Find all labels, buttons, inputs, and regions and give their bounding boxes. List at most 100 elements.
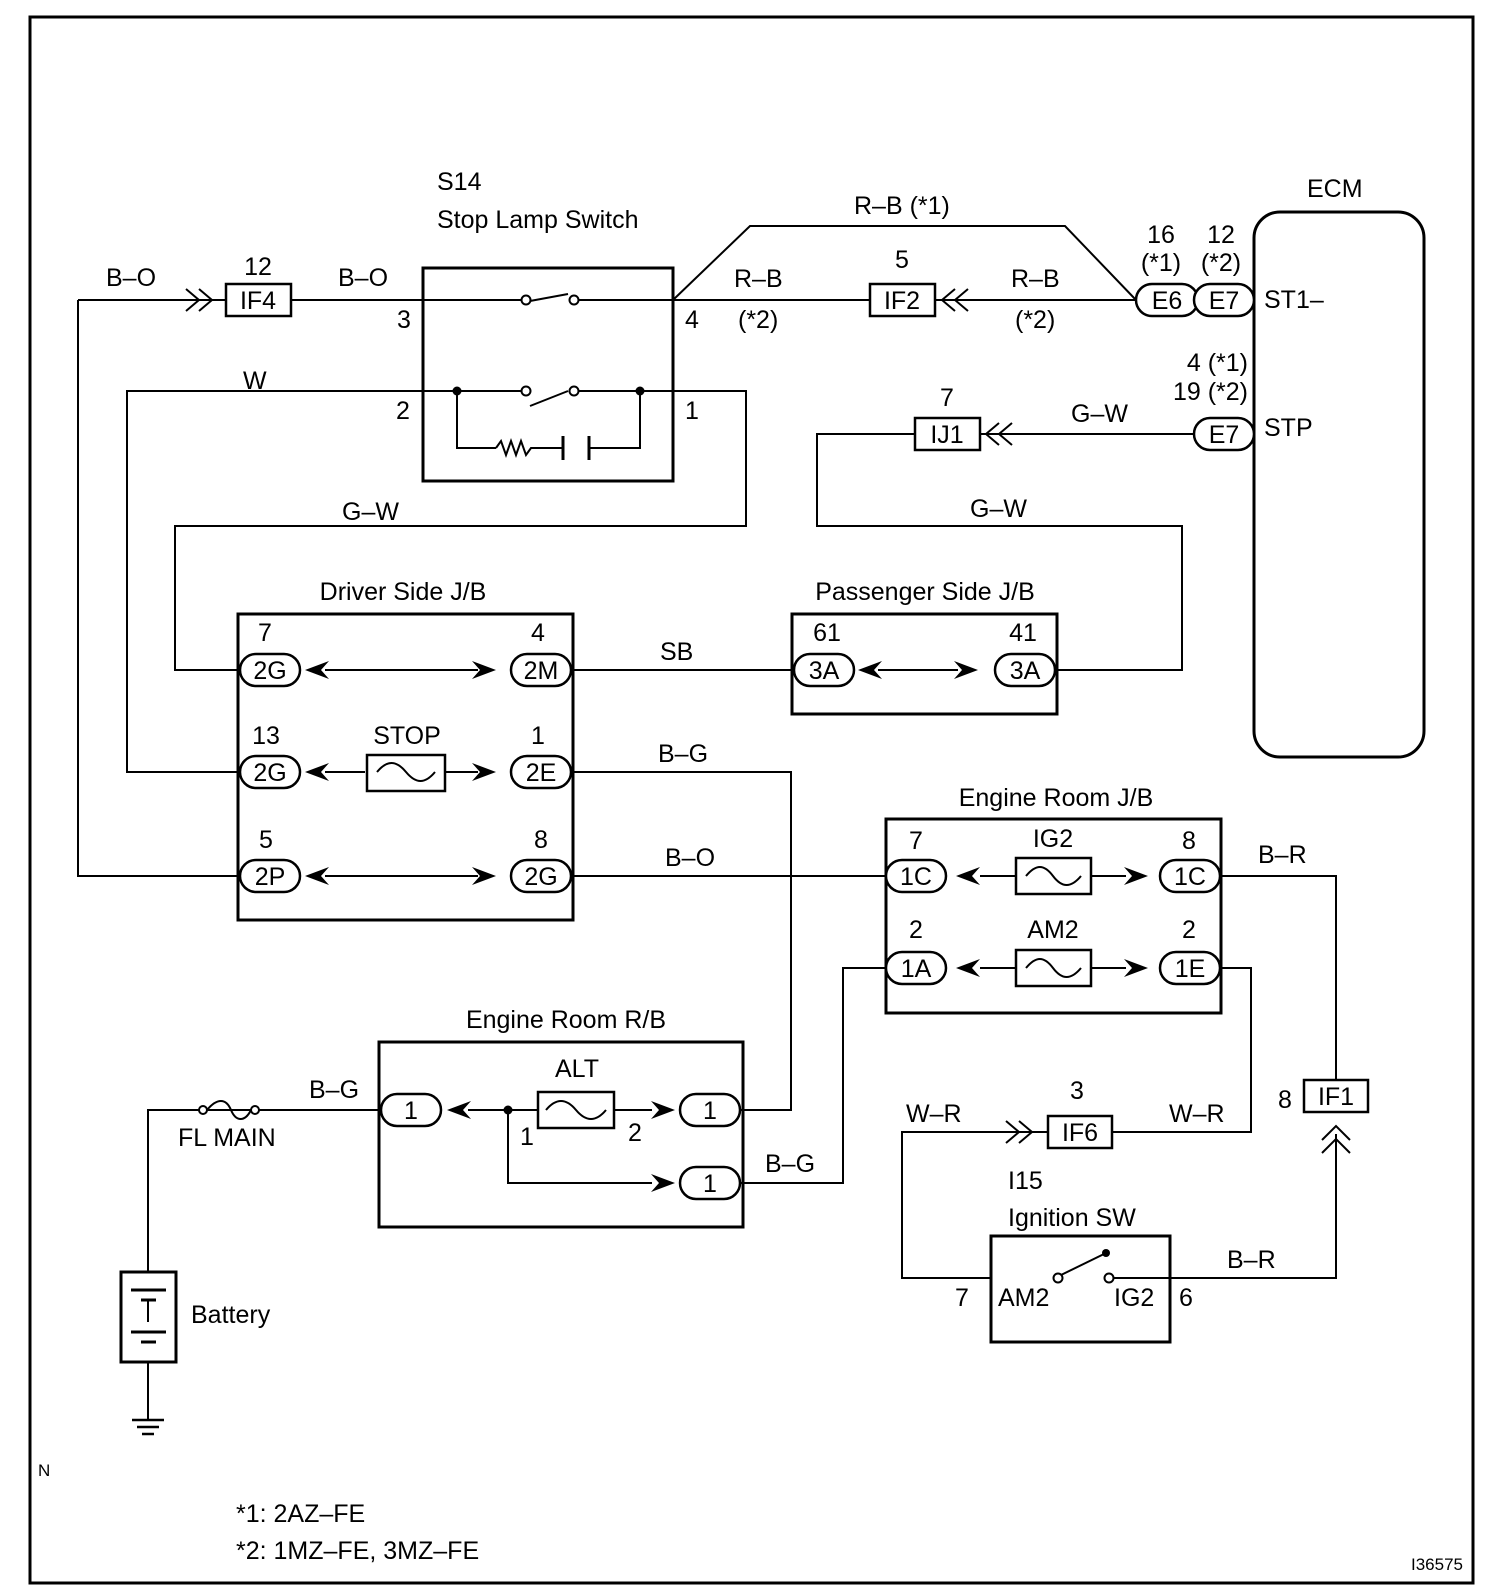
connector-shapes [224, 282, 1370, 1201]
note-2: *2: 1MZ–FE, 3MZ–FE [236, 1537, 479, 1565]
if1-label: IF1 [1318, 1083, 1354, 1111]
stop-switch-pin-3: 3 [397, 306, 411, 334]
figure-code: I36575 [1411, 1555, 1463, 1574]
wire-br-top: B–R [1258, 841, 1307, 869]
wire-rb-star1: R–B (*1) [854, 192, 950, 220]
passenger-right-pin: 41 [1009, 619, 1037, 647]
passenger-jb-box [790, 612, 1059, 716]
stop-switch-pin-2: 2 [396, 397, 410, 425]
engine-row1-right-pin: 8 [1182, 827, 1196, 855]
driver-row3-right-label: 2G [524, 863, 557, 891]
e7-st1-note: (*2) [1201, 249, 1241, 277]
driver-row1-right-label: 2M [524, 657, 559, 685]
passenger-jb-title: Passenger Side J/B [815, 578, 1035, 606]
engine-am2-fuse-label: AM2 [1027, 916, 1078, 944]
alt-fuse-label: ALT [555, 1055, 599, 1083]
e6-pin: 16 [1147, 221, 1175, 249]
engine-rb-box [377, 1040, 745, 1229]
ground-symbol [132, 1418, 164, 1436]
wire-bg-battery: B–G [309, 1076, 359, 1104]
fuse-symbols [198, 753, 1093, 1130]
engine-row2-left-pin: 2 [909, 916, 923, 944]
wire-gw-ecm: G–W [1071, 400, 1128, 428]
driver-row2-left-label: 2G [253, 759, 286, 787]
rb-input-label: 1 [404, 1097, 418, 1125]
if1-pin: 8 [1278, 1086, 1292, 1114]
engine-jb-box [884, 817, 1223, 1015]
driver-row1-right-pin: 4 [531, 619, 545, 647]
rb-out-bottom-label: 1 [703, 1170, 717, 1198]
rb-junction [503, 1105, 513, 1115]
fl-main-label: FL MAIN [178, 1124, 276, 1152]
rb-out-top-label: 1 [703, 1097, 717, 1125]
engine-ig2-fuse-label: IG2 [1033, 825, 1073, 853]
passenger-left-label: 3A [809, 657, 840, 685]
battery-symbol [119, 1270, 178, 1364]
connector-arrows [185, 288, 1351, 1154]
if6-pin: 3 [1070, 1077, 1084, 1105]
ij1-pin: 7 [940, 384, 954, 412]
stop-switch-pin-1: 1 [685, 397, 699, 425]
stop-switch-pin-4: 4 [685, 306, 699, 334]
ignition-id: I15 [1008, 1167, 1043, 1195]
ecm-terminal-st1: ST1– [1264, 286, 1324, 314]
corner-mark: N [38, 1461, 50, 1480]
stop-switch-id: S14 [437, 168, 482, 196]
ignition-name: Ignition SW [1008, 1204, 1136, 1232]
engine-row2-right-pin: 2 [1182, 916, 1196, 944]
note-1: *1: 2AZ–FE [236, 1500, 365, 1528]
ecm-box [1252, 210, 1426, 759]
driver-row1-left-label: 2G [253, 657, 286, 685]
driver-row2-right-label: 2E [526, 759, 557, 787]
wire-gw-right: G–W [970, 495, 1027, 523]
wire-bo-mid: B–O [665, 844, 715, 872]
wire-rb-left: R–B [734, 265, 783, 293]
alt-fuse-pin-1: 1 [520, 1123, 534, 1151]
engine-row1-left-pin: 7 [909, 827, 923, 855]
passenger-left-pin: 61 [813, 619, 841, 647]
if2-label: IF2 [884, 287, 920, 315]
wire-wr-left: W–R [906, 1100, 962, 1128]
e6-label: E6 [1152, 287, 1183, 315]
driver-row1-left-pin: 7 [258, 619, 272, 647]
wire-bg-top: B–G [658, 740, 708, 768]
ignition-term-ig2: IG2 [1114, 1284, 1154, 1312]
if2-pin: 5 [895, 246, 909, 274]
driver-row3-left-label: 2P [255, 863, 286, 891]
if6-label: IF6 [1062, 1119, 1098, 1147]
ecm-terminal-stp: STP [1264, 414, 1313, 442]
e7-stp-pin-2: 19 (*2) [1173, 378, 1248, 406]
ecm-label: ECM [1307, 175, 1363, 203]
ignition-pin-7: 7 [955, 1284, 969, 1312]
wire-bg-rb: B–G [765, 1150, 815, 1178]
driver-jb-box [236, 612, 575, 922]
wire-w: W [243, 367, 267, 395]
engine-row1-left-label: 1C [900, 863, 932, 891]
driver-row2-right-pin: 1 [531, 722, 545, 750]
e7-stp-label: E7 [1209, 421, 1240, 449]
stop-switch-name: Stop Lamp Switch [437, 206, 639, 234]
engine-rb-title: Engine Room R/B [466, 1006, 666, 1034]
driver-stop-fuse-label: STOP [373, 722, 441, 750]
ignition-switch-contacts [1052, 1249, 1115, 1284]
alt-fuse-pin-2: 2 [628, 1119, 642, 1147]
engine-row2-right-label: 1E [1175, 955, 1206, 983]
ignition-term-am2: AM2 [998, 1284, 1049, 1312]
jb-arrow-markers [305, 661, 1148, 1192]
driver-jb-title: Driver Side J/B [320, 578, 487, 606]
driver-row2-left-pin: 13 [252, 722, 280, 750]
e7-stp-pin-1: 4 (*1) [1187, 349, 1248, 377]
stop-lamp-switch [421, 266, 675, 483]
wires [77, 225, 1337, 1420]
engine-jb-title: Engine Room J/B [959, 784, 1154, 812]
ij1-label: IJ1 [930, 421, 963, 449]
wire-bo-input: B–O [106, 264, 156, 292]
e7-st1-label: E7 [1209, 287, 1240, 315]
driver-row3-left-pin: 5 [259, 826, 273, 854]
wire-gw-left: G–W [342, 498, 399, 526]
e7-st1-pin: 12 [1207, 221, 1235, 249]
diagram-frame [28, 15, 1475, 1585]
e6-note: (*1) [1141, 249, 1181, 277]
if4-label: IF4 [240, 287, 276, 315]
